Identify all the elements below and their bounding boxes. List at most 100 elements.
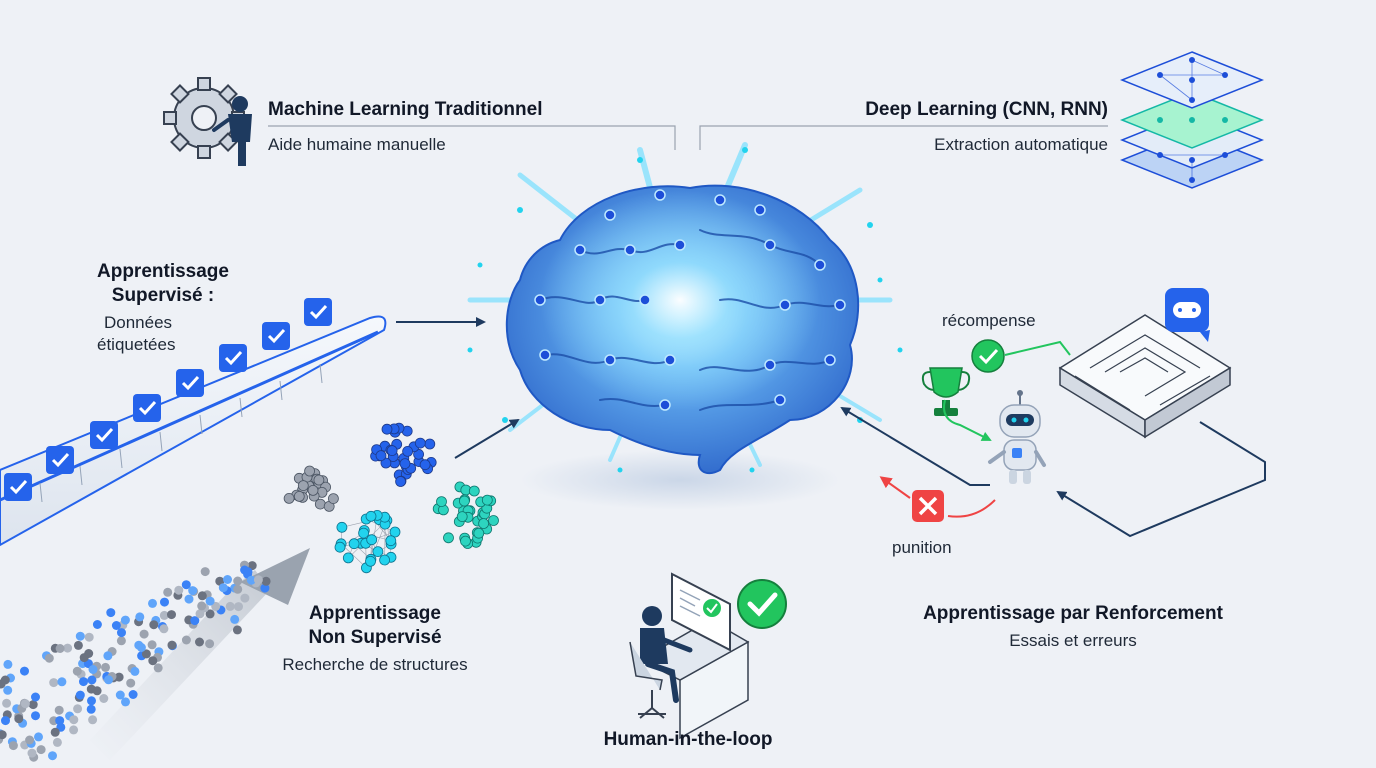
data-point-dot — [313, 474, 325, 486]
data-point-dot — [188, 586, 198, 596]
cluster-gray — [283, 465, 339, 512]
data-point-dot — [436, 496, 447, 508]
data-point-dot — [73, 640, 83, 650]
data-point-dot — [57, 677, 67, 687]
data-point-dot — [121, 697, 130, 707]
data-point-dot — [358, 527, 370, 539]
data-point-dot — [399, 458, 411, 470]
data-point-dot — [218, 583, 228, 593]
data-point-dot — [225, 601, 235, 611]
supervised-subtitle-line2: étiquetées — [97, 335, 176, 354]
punishment-x-icon — [912, 490, 944, 522]
data-point-dot — [200, 567, 210, 577]
gear-person-icon — [163, 77, 252, 166]
data-point-dot — [50, 727, 60, 737]
data-point-dot — [385, 535, 397, 547]
data-point-dot — [69, 715, 79, 725]
data-point-dot — [31, 711, 40, 721]
data-point-dot — [205, 639, 215, 649]
data-point-dot — [49, 678, 59, 688]
reinforcement-title: Apprentissage par Renforcement — [923, 603, 1223, 624]
punishment-line — [947, 499, 996, 518]
data-point-dot — [366, 534, 378, 546]
data-point-dot — [488, 515, 499, 526]
data-point-dot — [159, 610, 169, 620]
maze-icon — [1058, 314, 1232, 439]
data-point-dot — [424, 438, 436, 450]
data-point-dot — [260, 583, 270, 593]
data-point-dot — [79, 653, 89, 663]
data-point-dot — [34, 732, 43, 742]
traditional-ml-title: Machine Learning Traditionnel — [268, 99, 543, 120]
data-point-dot — [104, 675, 113, 685]
data-point-dot — [348, 538, 360, 550]
data-point-dot — [63, 643, 73, 653]
deep-learning-title: Deep Learning (CNN, RNN) — [865, 99, 1108, 120]
data-point-dot — [86, 704, 96, 714]
reward-arrow — [943, 399, 992, 441]
data-point-dot — [75, 631, 85, 641]
data-point-dot — [283, 492, 295, 504]
unsupervised-subtitle: Recherche de structures — [282, 655, 468, 674]
supervised-subtitle-line1: Données — [104, 313, 173, 332]
data-point-dot — [478, 518, 490, 529]
data-point-dot — [233, 576, 243, 586]
cluster-link — [384, 524, 386, 561]
data-point-dot — [136, 643, 146, 652]
data-point-dot — [334, 541, 346, 553]
punishment-arrow — [879, 476, 911, 499]
data-point-dot — [88, 665, 98, 674]
agent-to-brain-arrow — [840, 406, 990, 486]
data-point-dot — [44, 653, 54, 663]
data-point-dot — [184, 594, 194, 604]
data-point-dot — [25, 735, 35, 745]
data-point-dot — [414, 437, 426, 449]
data-point-dot — [75, 690, 85, 700]
data-point-dot — [153, 663, 163, 673]
data-point-dot — [261, 576, 271, 586]
data-point-dot — [115, 690, 125, 700]
data-point-dot — [380, 457, 392, 469]
data-point-dot — [365, 555, 376, 567]
data-point-dot — [148, 598, 157, 608]
data-point-dot — [327, 493, 339, 505]
data-point-dot — [293, 490, 305, 502]
data-point-dot — [233, 584, 243, 594]
data-point-dot — [101, 662, 110, 672]
data-point-dot — [69, 725, 79, 735]
data-point-dot — [14, 714, 24, 724]
reinforcement-subtitle: Essais et erreurs — [1009, 631, 1137, 650]
data-point-dot — [88, 715, 98, 725]
data-point-dot — [54, 705, 64, 715]
data-point-dot — [297, 480, 309, 492]
data-point-dot — [92, 620, 102, 629]
reward-line — [1004, 340, 1071, 356]
data-point-dot — [20, 699, 30, 709]
cluster-teal — [432, 481, 499, 549]
data-point-dot — [336, 521, 348, 533]
data-point-dot — [195, 609, 205, 619]
data-point-dot — [167, 640, 177, 650]
data-point-dot — [243, 567, 253, 577]
data-point-dot — [55, 716, 65, 726]
data-point-dot — [20, 666, 29, 676]
supervised-title-line1: Apprentissage — [97, 261, 229, 282]
data-point-dot — [48, 751, 57, 761]
data-point-dot — [3, 685, 13, 695]
unsupervised-title-line1: Apprentissage — [309, 603, 441, 624]
reward-label: récompense — [942, 311, 1036, 330]
data-point-dot — [253, 575, 263, 585]
data-point-dot — [190, 616, 200, 626]
robot-agent-icon — [988, 390, 1046, 484]
data-point-dot — [8, 741, 18, 751]
data-point-dot — [419, 459, 431, 471]
data-point-dot — [246, 575, 256, 585]
data-point-dot — [473, 527, 485, 539]
human-in-the-loop-illustration — [629, 572, 787, 740]
data-point-dot — [148, 656, 158, 666]
data-point-dot — [117, 628, 126, 638]
data-point-dot — [92, 686, 102, 696]
data-point-dot — [195, 637, 204, 647]
data-point-dot — [139, 629, 149, 639]
